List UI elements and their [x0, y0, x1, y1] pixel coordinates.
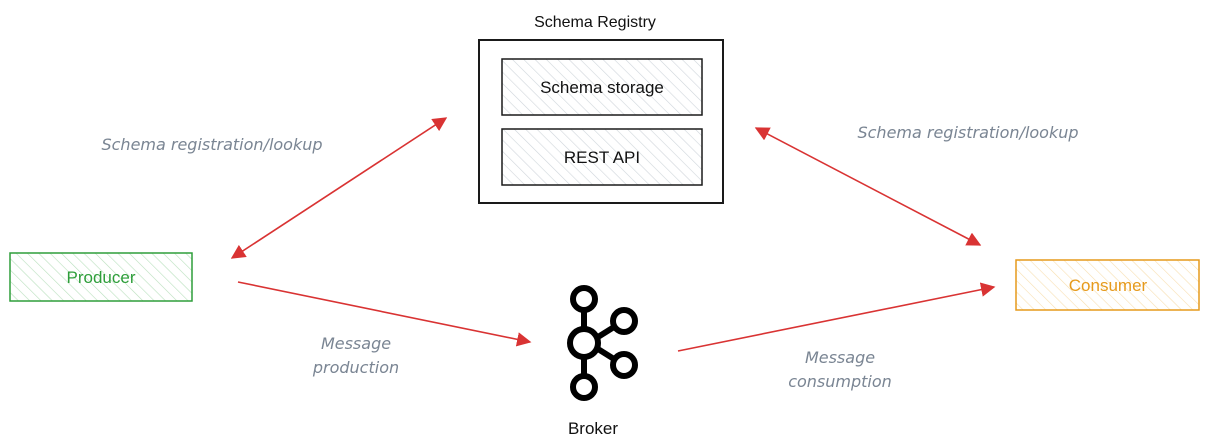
schema-registry[interactable]: Schema Registry Schema storage REST API [478, 14, 724, 204]
schema-storage-label: Schema storage [540, 78, 664, 97]
broker-label: Broker [568, 419, 618, 438]
schema-storage-box[interactable] [501, 58, 703, 116]
consumer-label: Consumer [1069, 276, 1148, 295]
connections [230, 117, 996, 352]
producer-broker-arrow [237, 281, 532, 347]
production-label-line2: production [312, 358, 399, 377]
broker-node[interactable]: Broker [567, 285, 638, 438]
producer-registry-arrow [230, 117, 448, 259]
consumer-node[interactable]: Consumer [1015, 259, 1200, 311]
producer-label: Producer [67, 268, 136, 287]
right-registration-label: Schema registration/lookup [857, 123, 1078, 142]
consumption-label-line1: Message [805, 348, 875, 367]
producer-node[interactable]: Producer [9, 252, 193, 302]
production-label-line1: Message [321, 334, 391, 353]
registry-consumer-arrow [754, 127, 982, 246]
consumer-box [1015, 259, 1200, 311]
consumption-label-line2: consumption [788, 372, 892, 391]
kafka-broker-icon [567, 285, 638, 401]
producer-box [9, 252, 193, 302]
rest-api-box[interactable] [501, 128, 703, 186]
left-registration-label: Schema registration/lookup [101, 135, 322, 154]
broker-consumer-arrow [677, 282, 996, 352]
schema-registry-title: Schema Registry [534, 14, 656, 31]
rest-api-label: REST API [564, 148, 640, 167]
